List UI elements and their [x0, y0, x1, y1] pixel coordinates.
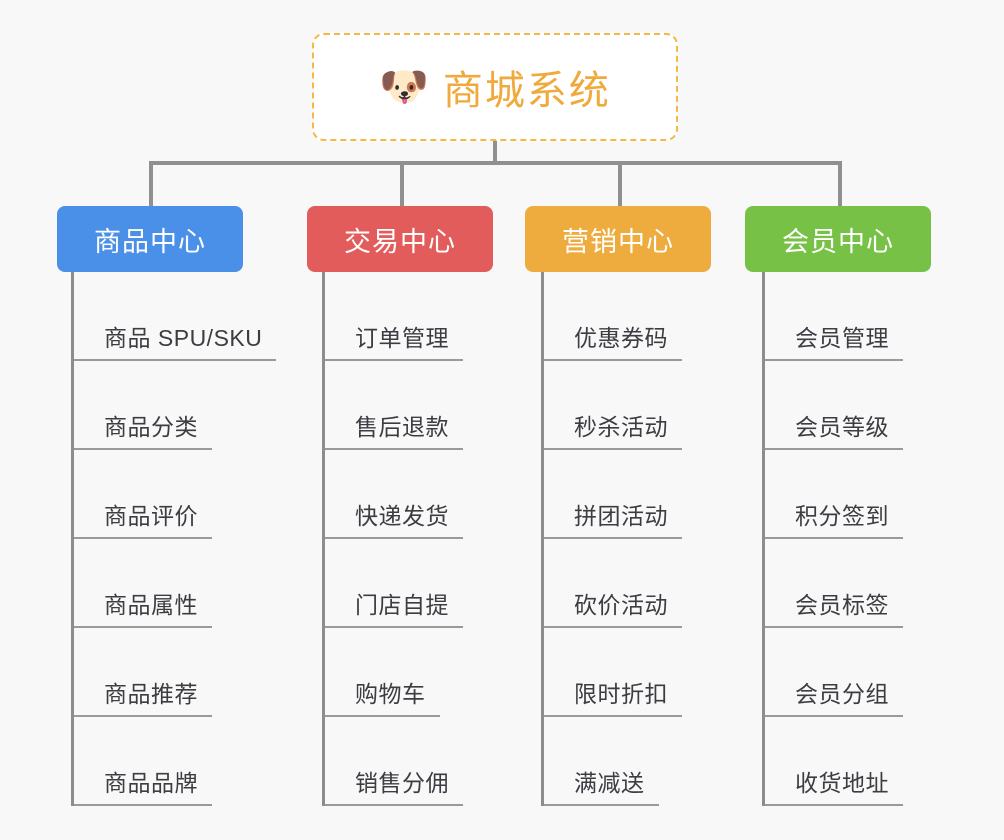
leaf-underline — [325, 537, 463, 539]
leaf-item[interactable]: 秒杀活动 — [544, 361, 682, 450]
leaf-trunk-line — [322, 272, 325, 806]
branch-label: 商品中心 — [94, 226, 206, 257]
leaf-item[interactable]: 会员等级 — [765, 361, 903, 450]
leaf-label: 满减送 — [574, 770, 645, 796]
leaf-label: 快递发货 — [355, 503, 449, 529]
leaf-trunk-line — [71, 272, 74, 806]
leaf-item[interactable]: 积分签到 — [765, 450, 903, 539]
leaf-underline — [325, 448, 463, 450]
leaf-label: 商品推荐 — [104, 681, 198, 707]
leaf-label: 秒杀活动 — [574, 414, 668, 440]
leaf-underline — [765, 715, 903, 717]
branch-node-2[interactable]: 交易中心 — [307, 206, 493, 272]
leaf-label: 销售分佣 — [355, 770, 449, 796]
leaf-item[interactable]: 商品 SPU/SKU — [74, 272, 277, 361]
connector-horizontal-bus — [149, 161, 840, 165]
leaf-underline — [74, 626, 212, 628]
leaf-item[interactable]: 砍价活动 — [544, 539, 682, 628]
leaf-underline — [325, 359, 463, 361]
leaf-item[interactable]: 商品分类 — [74, 361, 212, 450]
leaf-item[interactable]: 收货地址 — [765, 717, 903, 806]
leaf-label: 商品评价 — [104, 503, 198, 529]
connector-drop-2 — [400, 161, 404, 206]
leaf-item[interactable]: 门店自提 — [325, 539, 463, 628]
leaf-label: 砍价活动 — [574, 592, 668, 618]
leaf-label: 优惠券码 — [574, 325, 668, 351]
leaf-column-4: 会员管理会员等级积分签到会员标签会员分组收货地址 — [762, 272, 925, 806]
leaf-underline — [74, 359, 277, 361]
leaf-trunk-line — [762, 272, 765, 806]
leaf-underline — [765, 448, 903, 450]
leaf-column-3: 优惠券码秒杀活动拼团活动砍价活动限时折扣满减送 — [541, 272, 704, 806]
leaf-underline — [74, 715, 212, 717]
leaf-label: 购物车 — [355, 681, 426, 707]
leaf-label: 会员管理 — [795, 325, 889, 351]
connector-root-stem — [493, 141, 497, 164]
leaf-item[interactable]: 快递发货 — [325, 450, 463, 539]
leaf-underline — [544, 804, 659, 806]
leaf-column-1: 商品 SPU/SKU 商品分类商品评价商品属性商品推荐商品品牌 — [71, 272, 279, 806]
leaf-underline — [544, 626, 682, 628]
leaf-label: 拼团活动 — [574, 503, 668, 529]
leaf-underline — [765, 626, 903, 628]
leaf-item[interactable]: 限时折扣 — [544, 628, 682, 717]
branch-node-4[interactable]: 会员中心 — [745, 206, 931, 272]
leaf-label: 收货地址 — [795, 770, 889, 796]
leaf-item[interactable]: 会员分组 — [765, 628, 903, 717]
leaf-underline — [74, 448, 212, 450]
leaf-label: 门店自提 — [355, 592, 449, 618]
leaf-item[interactable]: 商品评价 — [74, 450, 212, 539]
root-node-title: 商城系统 — [442, 69, 611, 113]
leaf-label: 商品属性 — [104, 592, 198, 618]
leaf-item[interactable]: 商品属性 — [74, 539, 212, 628]
leaf-label: 会员等级 — [795, 414, 889, 440]
connector-drop-1 — [149, 161, 153, 206]
leaf-item[interactable]: 会员管理 — [765, 272, 903, 361]
leaf-underline — [325, 626, 463, 628]
leaf-item[interactable]: 购物车 — [325, 628, 440, 717]
leaf-label: 商品 SPU/SKU — [104, 325, 263, 351]
root-node-mall-system[interactable]: 🐶 商城系统 — [312, 33, 678, 141]
leaf-label: 商品分类 — [104, 414, 198, 440]
branch-node-1[interactable]: 商品中心 — [57, 206, 243, 272]
leaf-trunk-line — [541, 272, 544, 806]
leaf-label: 限时折扣 — [574, 681, 668, 707]
leaf-underline — [74, 804, 212, 806]
connector-drop-3 — [618, 161, 622, 206]
leaf-underline — [765, 537, 903, 539]
leaf-underline — [765, 359, 903, 361]
leaf-underline — [325, 804, 463, 806]
leaf-label: 订单管理 — [355, 325, 449, 351]
leaf-item[interactable]: 会员标签 — [765, 539, 903, 628]
leaf-item[interactable]: 优惠券码 — [544, 272, 682, 361]
branch-label: 交易中心 — [344, 226, 456, 257]
leaf-item[interactable]: 商品品牌 — [74, 717, 212, 806]
leaf-underline — [544, 715, 682, 717]
leaf-underline — [765, 804, 903, 806]
leaf-item[interactable]: 售后退款 — [325, 361, 463, 450]
leaf-label: 会员标签 — [795, 592, 889, 618]
leaf-item[interactable]: 商品推荐 — [74, 628, 212, 717]
branch-label: 会员中心 — [782, 226, 894, 257]
dog-face-icon: 🐶 — [379, 65, 429, 109]
connector-drop-4 — [838, 161, 842, 206]
leaf-underline — [74, 537, 212, 539]
leaf-underline — [544, 448, 682, 450]
leaf-column-2: 订单管理售后退款快递发货门店自提购物车销售分佣 — [322, 272, 485, 806]
leaf-label: 积分签到 — [795, 503, 889, 529]
branch-node-3[interactable]: 营销中心 — [525, 206, 711, 272]
leaf-underline — [544, 537, 682, 539]
leaf-label: 会员分组 — [795, 681, 889, 707]
leaf-item[interactable]: 拼团活动 — [544, 450, 682, 539]
leaf-underline — [544, 359, 682, 361]
leaf-item[interactable]: 销售分佣 — [325, 717, 463, 806]
leaf-label: 商品品牌 — [104, 770, 198, 796]
leaf-label: 售后退款 — [355, 414, 449, 440]
branch-label: 营销中心 — [562, 226, 674, 257]
leaf-item[interactable]: 订单管理 — [325, 272, 463, 361]
leaf-item[interactable]: 满减送 — [544, 717, 659, 806]
leaf-underline — [325, 715, 440, 717]
